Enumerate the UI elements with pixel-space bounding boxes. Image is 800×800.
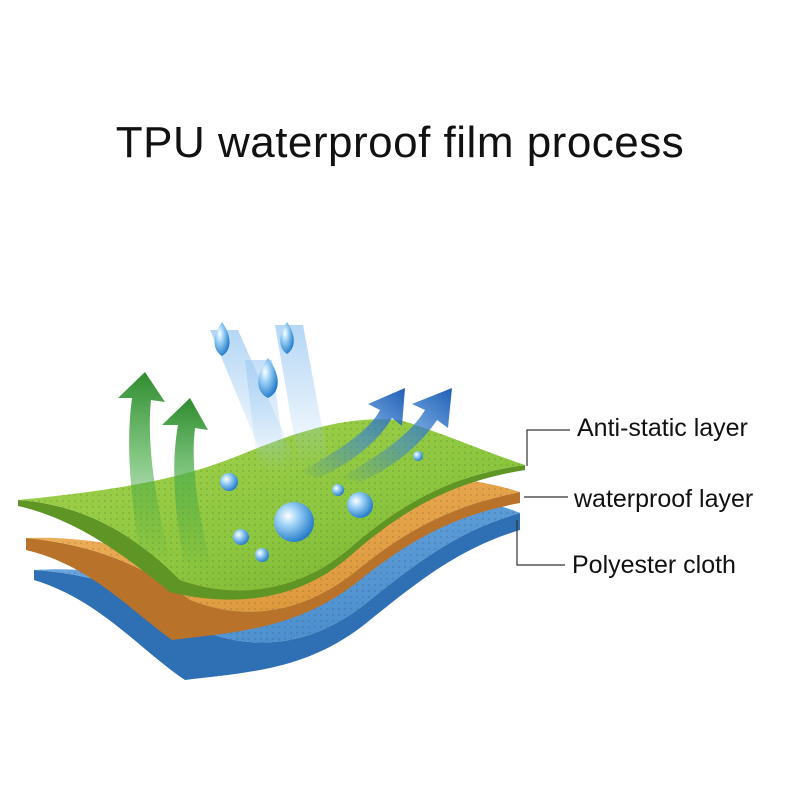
label-waterproof-layer: waterproof layer (574, 485, 754, 513)
callout-line-polyester (516, 520, 565, 566)
vapor-beams (210, 325, 330, 470)
water-flow-arrow-icon (300, 388, 452, 482)
callout-lines (516, 429, 570, 566)
label-polyester-cloth: Polyester cloth (572, 551, 736, 579)
callout-line-anti-static (526, 429, 570, 466)
water-droplet-icon (214, 322, 423, 562)
diagram-title: TPU waterproof film process (115, 118, 685, 167)
breathable-arrow-icon (118, 372, 212, 570)
label-anti-static-layer: Anti-static layer (577, 414, 748, 442)
